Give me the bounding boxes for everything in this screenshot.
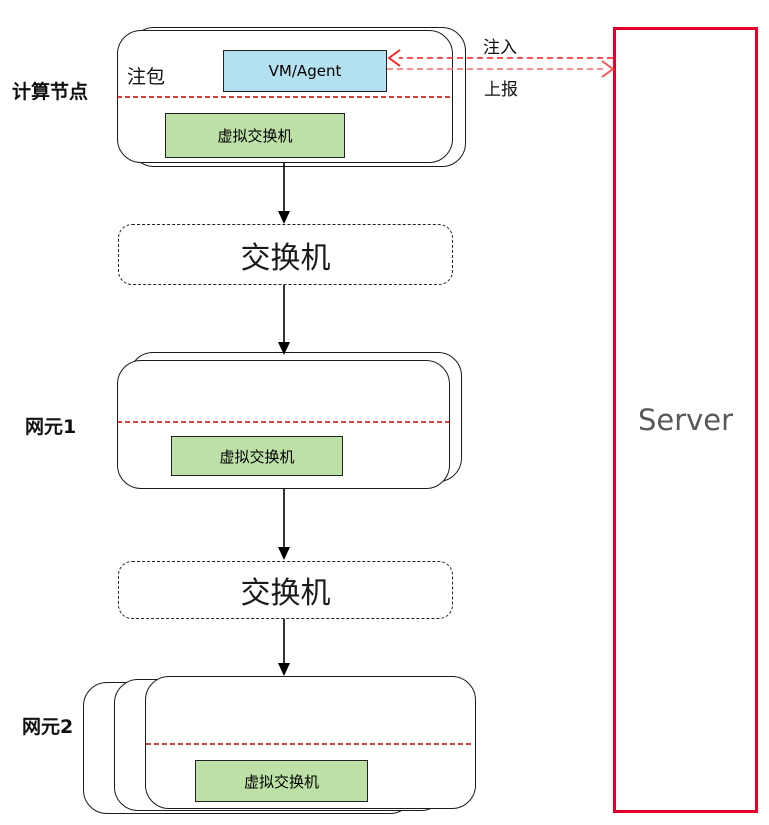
switch-top-node: 交换机 [118,224,453,285]
compute-node-note: 注包 [127,66,166,88]
ne2-vswitch-box: 虚拟交换机 [195,760,368,802]
inject-flow-label: 注入 [483,38,517,58]
switch-top-label: 交换机 [240,240,331,276]
ne1-vswitch-label: 虚拟交换机 [219,447,295,466]
compute-vswitch-label: 虚拟交换机 [217,127,293,145]
switch-bottom-label: 交换机 [240,576,331,611]
compute-vswitch-box: 虚拟交换机 [165,113,345,158]
report-arrowhead-icon [601,60,615,78]
ne1-label: 网元1 [25,416,77,438]
arrow-compute-to-switch1-head-icon [278,211,290,224]
arrow-ne1-to-switch2-head-icon [278,547,290,560]
switch-bottom-node: 交换机 [118,561,453,619]
arrow-switch2-to-ne2-head-icon [278,663,290,676]
server-node: Server [613,27,758,813]
vm-agent-label: VM/Agent [268,62,342,80]
server-label: Server [637,403,734,437]
ne1-vswitch-box: 虚拟交换机 [171,436,343,476]
ne2-label: 网元2 [22,716,74,738]
ne2-vswitch-label: 虚拟交换机 [243,772,319,791]
report-flow-label: 上报 [484,80,518,100]
vm-agent-box: VM/Agent [223,50,387,92]
compute-node-label: 计算节点 [12,81,89,103]
